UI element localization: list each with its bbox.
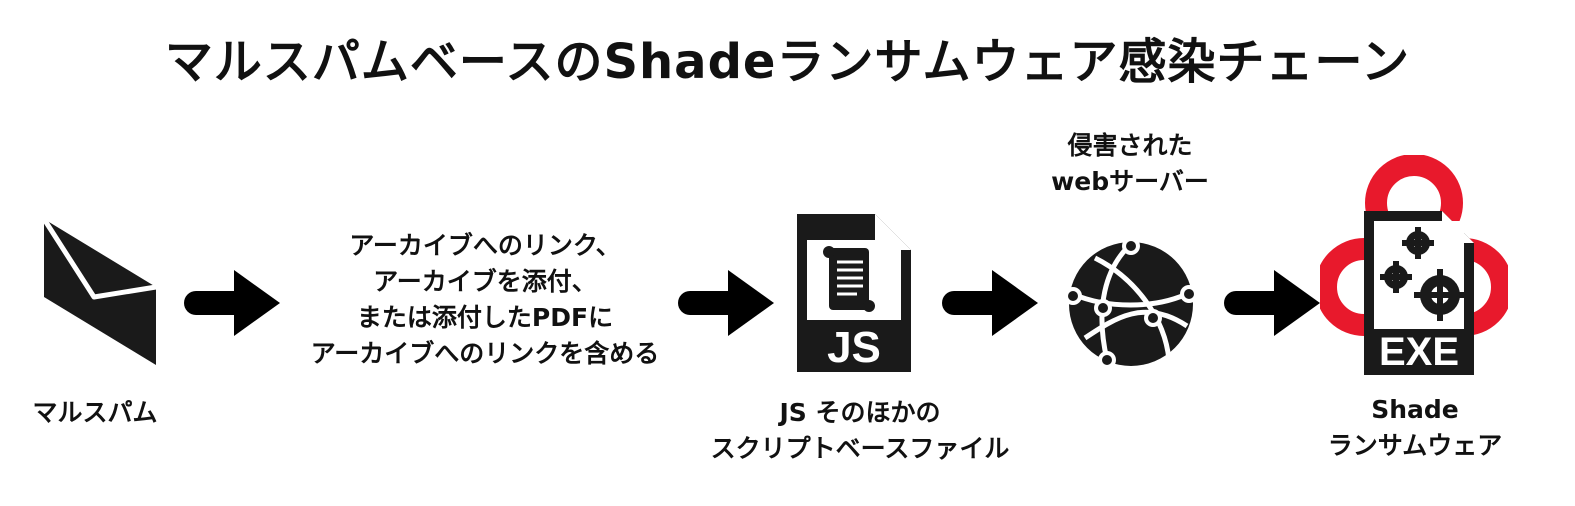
envelope-icon xyxy=(41,217,157,365)
malspam-label-text: マルスパム xyxy=(32,398,158,427)
js-file-icon: JS xyxy=(797,214,911,372)
script-line-1: JS そのほかの xyxy=(779,398,941,427)
js-file-badge: JS xyxy=(827,323,881,372)
diagram-title: マルスパムベースのShadeランサムウェア感染チェーン xyxy=(164,34,1411,90)
arrow-right-icon xyxy=(184,270,280,336)
payload-line-2: ランサムウェア xyxy=(1327,431,1503,460)
server-line-2: webサーバー xyxy=(1051,167,1209,196)
payload-label: Shade ランサムウェア xyxy=(1310,392,1520,464)
delivery-description: アーカイブへのリンク、 アーカイブを添付、 または添付したPDFに アーカイブへ… xyxy=(250,228,720,372)
delivery-line-4: アーカイブへのリンクを含める xyxy=(310,339,660,368)
payload-line-1: Shade xyxy=(1371,395,1459,424)
server-label: 侵害された webサーバー xyxy=(1025,128,1235,200)
delivery-line-1: アーカイブへのリンク、 xyxy=(349,231,621,260)
script-line-2: スクリプトベースファイル xyxy=(710,434,1010,463)
arrow-right-icon xyxy=(1224,270,1320,336)
arrow-right-icon xyxy=(678,270,774,336)
server-line-1: 侵害された xyxy=(1067,131,1193,160)
script-label: JS そのほかの スクリプトベースファイル xyxy=(680,395,1040,467)
exe-file-badge: EXE xyxy=(1379,330,1459,374)
malspam-label: マルスパム xyxy=(10,395,180,431)
globe-network-icon xyxy=(1065,238,1197,369)
delivery-line-3: または添付したPDFに xyxy=(356,303,614,332)
exe-file-biohazard-icon: EXE xyxy=(1320,155,1508,375)
delivery-line-2: アーカイブを添付、 xyxy=(373,267,597,296)
arrow-right-icon xyxy=(942,270,1038,336)
